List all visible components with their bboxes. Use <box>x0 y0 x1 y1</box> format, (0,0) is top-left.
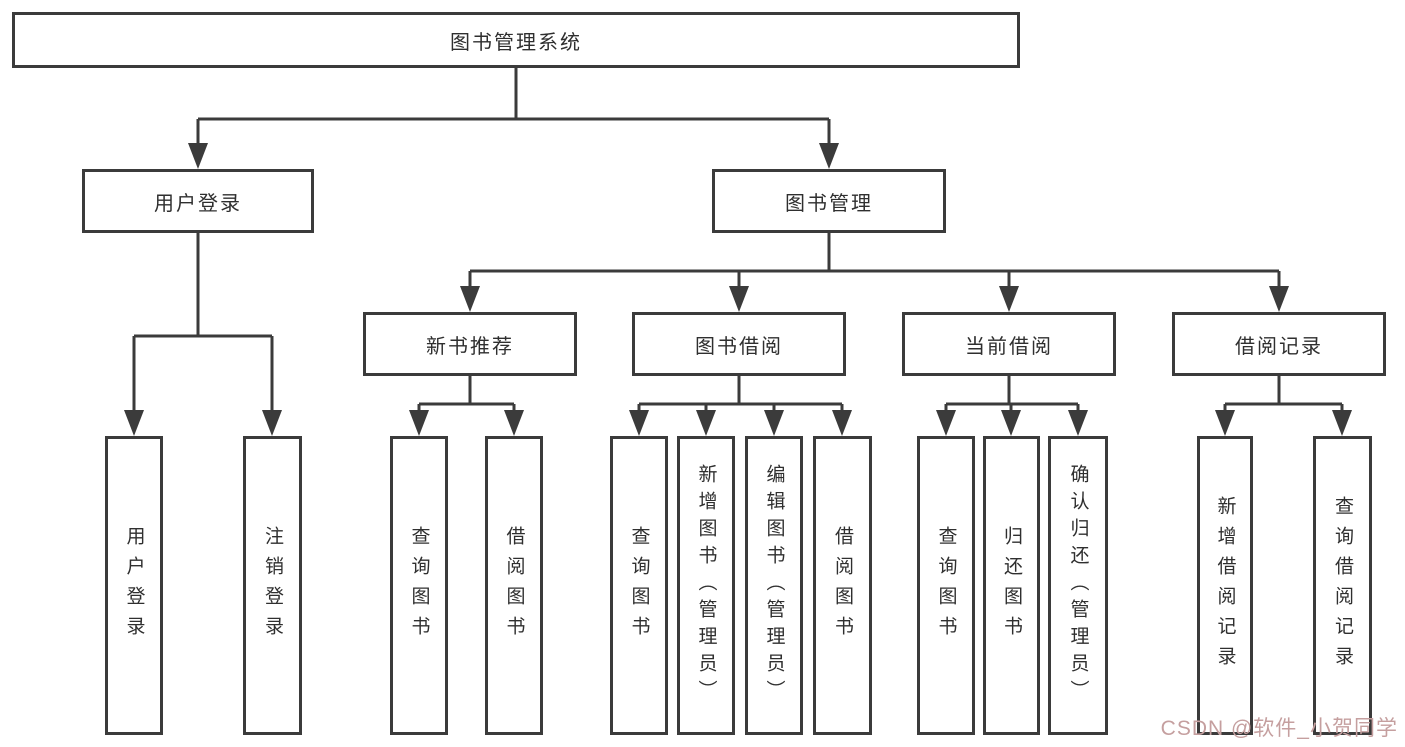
node-label: 查询借阅记录 <box>1332 495 1353 676</box>
leaf-user-login: 用户登录 <box>105 436 163 735</box>
leaf-add-books-admin: 新增图书（管理员） <box>677 436 735 735</box>
node-label: 图书借阅 <box>695 335 783 358</box>
node-label: 新书推荐 <box>426 335 514 358</box>
node-borrowing-records: 借阅记录 <box>1172 312 1386 376</box>
node-label: 查询图书 <box>628 525 650 646</box>
connector-root-split <box>188 68 839 169</box>
connector-user-login-split <box>124 233 282 436</box>
node-label: 归还图书 <box>1001 525 1022 646</box>
connector-new-book-split <box>409 376 524 436</box>
leaf-confirm-return-admin: 确认归还（管理员） <box>1048 436 1108 735</box>
node-label: 借阅图书 <box>832 525 853 646</box>
node-label: 用户登录 <box>154 192 242 215</box>
node-book-management: 图书管理 <box>712 169 946 233</box>
leaf-borrow-books: 借阅图书 <box>813 436 872 735</box>
node-label: 编辑图书（管理员） <box>763 464 785 707</box>
node-user-login: 用户登录 <box>82 169 314 233</box>
node-current-borrowing: 当前借阅 <box>902 312 1116 376</box>
node-label: 当前借阅 <box>965 335 1053 358</box>
node-label: 新增借阅记录 <box>1214 495 1236 676</box>
leaf-add-borrow-record: 新增借阅记录 <box>1197 436 1253 735</box>
node-label: 图书管理 <box>785 192 873 215</box>
leaf-query-books-current: 查询图书 <box>917 436 975 735</box>
connector-borrow-record-split <box>1215 376 1352 436</box>
connector-book-borrow-split <box>629 376 852 436</box>
leaf-edit-books-admin: 编辑图书（管理员） <box>745 436 803 735</box>
node-label: 查询图书 <box>935 525 957 646</box>
node-label: 查询图书 <box>408 525 430 646</box>
node-label: 用户登录 <box>123 525 145 646</box>
leaf-query-borrow-record: 查询借阅记录 <box>1313 436 1372 735</box>
node-label: 新增图书（管理员） <box>695 464 717 707</box>
leaf-logout: 注销登录 <box>243 436 302 735</box>
node-label: 图书管理系统 <box>450 31 582 54</box>
connector-book-mgmt-split <box>460 233 1289 312</box>
connector-current-borrow-split <box>936 376 1088 436</box>
leaf-query-books-recommend: 查询图书 <box>390 436 448 735</box>
node-label: 借阅记录 <box>1235 335 1323 358</box>
node-book-borrowing: 图书借阅 <box>632 312 846 376</box>
node-label: 借阅图书 <box>503 525 525 646</box>
leaf-return-books: 归还图书 <box>983 436 1040 735</box>
leaf-query-books-borrowing: 查询图书 <box>610 436 668 735</box>
node-label: 确认归还（管理员） <box>1067 464 1089 707</box>
csdn-watermark: CSDN @软件_小贺同学 <box>1160 717 1398 740</box>
leaf-borrow-books-recommend: 借阅图书 <box>485 436 543 735</box>
node-root-system: 图书管理系统 <box>12 12 1020 68</box>
node-label: 注销登录 <box>262 525 283 646</box>
node-new-book-recommend: 新书推荐 <box>363 312 577 376</box>
